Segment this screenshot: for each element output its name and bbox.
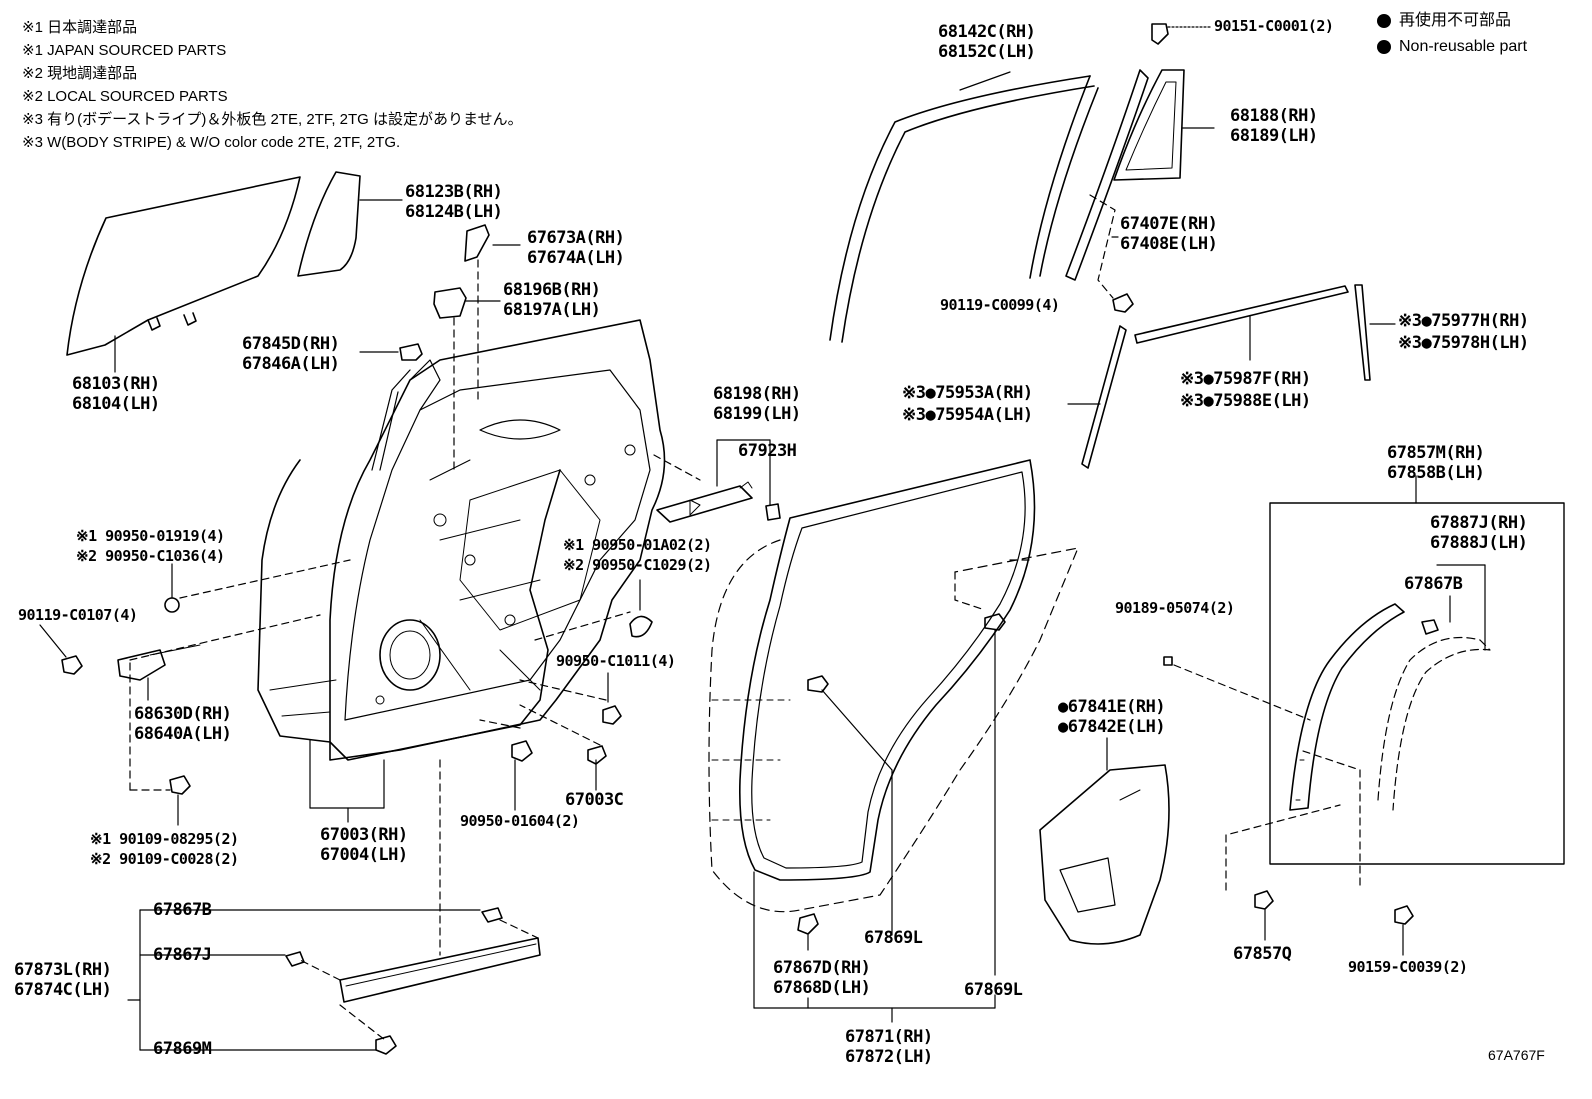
label-90151: 90151-C0001(2) (1214, 17, 1334, 35)
label-90159: 90159-C0039(2) (1348, 958, 1468, 976)
label-68123b: 68123B(RH)68124B(LH) (405, 182, 503, 222)
note-line-5: ※3 有り(ボデーストライプ)＆外板色 2TE, 2TF, 2TG は設定があり… (22, 111, 523, 128)
label-90950-01604: 90950-01604(2) (460, 812, 580, 830)
label-67003: 67003(RH)67004(LH) (320, 825, 408, 865)
label-75953a: ※3●75953A(RH)※3●75954A(LH) (902, 383, 1033, 425)
label-67887j: 67887J(RH)67888J(LH) (1430, 513, 1528, 553)
label-67867d: 67867D(RH)67868D(LH) (773, 958, 871, 998)
service-hole-cover-part (1039, 737, 1170, 945)
note-line-2: ※1 JAPAN SOURCED PARTS (22, 42, 227, 59)
screw-90151-part (1151, 23, 1169, 45)
label-67923h: 67923H (738, 441, 797, 461)
label-90119-c0107: 90119-C0107(4) (18, 606, 138, 624)
diagram-code: 67A767F (1488, 1047, 1545, 1063)
label-67845d: 67845D(RH)67846A(LH) (242, 334, 340, 374)
label-67857m: 67857M(RH)67858B(LH) (1387, 443, 1485, 483)
quarter-trim-part (1113, 69, 1215, 181)
label-68103: 68103(RH)68104(LH) (72, 374, 160, 414)
label-67871: 67871(RH)67872(LH) (845, 1027, 933, 1067)
label-67867b-left: 67867B (153, 900, 212, 920)
run-channel-part (829, 71, 1099, 343)
label-68188: 68188(RH)68189(LH) (1230, 106, 1318, 146)
note-line-3: ※2 現地調達部品 (22, 65, 138, 82)
label-90950-01a02: ※1 90950-01A02(2)※2 90950-C1029(2) (563, 536, 712, 574)
legend-jp: 再使用不可部品 (1399, 12, 1512, 29)
quarter-glass-part (297, 171, 403, 277)
label-67873l: 67873L(RH)67874C(LH) (14, 960, 112, 1000)
label-75977h: ※3●75977H(RH)※3●75978H(LH) (1398, 311, 1529, 353)
label-67869l-a: 67869L (864, 928, 923, 948)
belt-moulding-part (1134, 285, 1349, 344)
label-67867b-right: 67867B (1404, 574, 1463, 594)
legend-en: Non-reusable part (1399, 38, 1528, 55)
label-90109: ※1 90109-08295(2)※2 90109-C0028(2) (90, 830, 239, 868)
label-67003c: 67003C (565, 790, 624, 810)
label-67841e: ●67841E(RH)●67842E(LH) (1058, 697, 1166, 737)
label-67867j: 67867J (153, 945, 212, 965)
label-68142c: 68142C(RH)68152C(LH) (938, 22, 1036, 62)
label-90189: 90189-05074(2) (1115, 599, 1235, 617)
division-bar-part (1065, 69, 1149, 281)
label-67407e: 67407E(RH)67408E(LH) (1120, 214, 1218, 254)
note-line-1: ※1 日本調達部品 (22, 19, 138, 36)
clip-67845d-part (399, 343, 423, 361)
door-glass-part (66, 176, 301, 373)
label-68196b: 68196B(RH)68197A(LH) (503, 280, 601, 320)
bracket-67673a-part (464, 224, 490, 262)
hinge-part (117, 649, 166, 681)
wheel-arch-moulding-part (1289, 603, 1405, 811)
regulator-bracket-part (656, 439, 781, 523)
label-68198: 68198(RH)68199(LH) (713, 384, 801, 424)
rocker-moulding-part (339, 937, 541, 1003)
label-90119-c0099: 90119-C0099(4) (940, 296, 1060, 314)
label-67869m: 67869M (153, 1039, 212, 1059)
door-panel-part (257, 319, 666, 761)
bracket-68196b-part (433, 287, 467, 319)
label-75987f: ※3●75987F(RH)※3●75988E(LH) (1180, 369, 1311, 411)
label-67673a: 67673A(RH)67674A(LH) (527, 228, 625, 268)
wheel-arch-kit-frame (1269, 502, 1565, 865)
weatherstrip-part (738, 459, 1036, 881)
note-line-6: ※3 W(BODY STRIPE) & W/O color code 2TE, … (22, 134, 401, 151)
label-68630d: 68630D(RH)68640A(LH) (134, 704, 232, 744)
label-90950-01919: ※1 90950-01919(4)※2 90950-C1036(4) (76, 527, 225, 565)
label-90950-c1011: 90950-C1011(4) (556, 652, 676, 670)
label-67857q: 67857Q (1233, 944, 1292, 964)
label-67869l-b: 67869L (964, 980, 1023, 1000)
note-line-4: ※2 LOCAL SOURCED PARTS (22, 88, 228, 105)
